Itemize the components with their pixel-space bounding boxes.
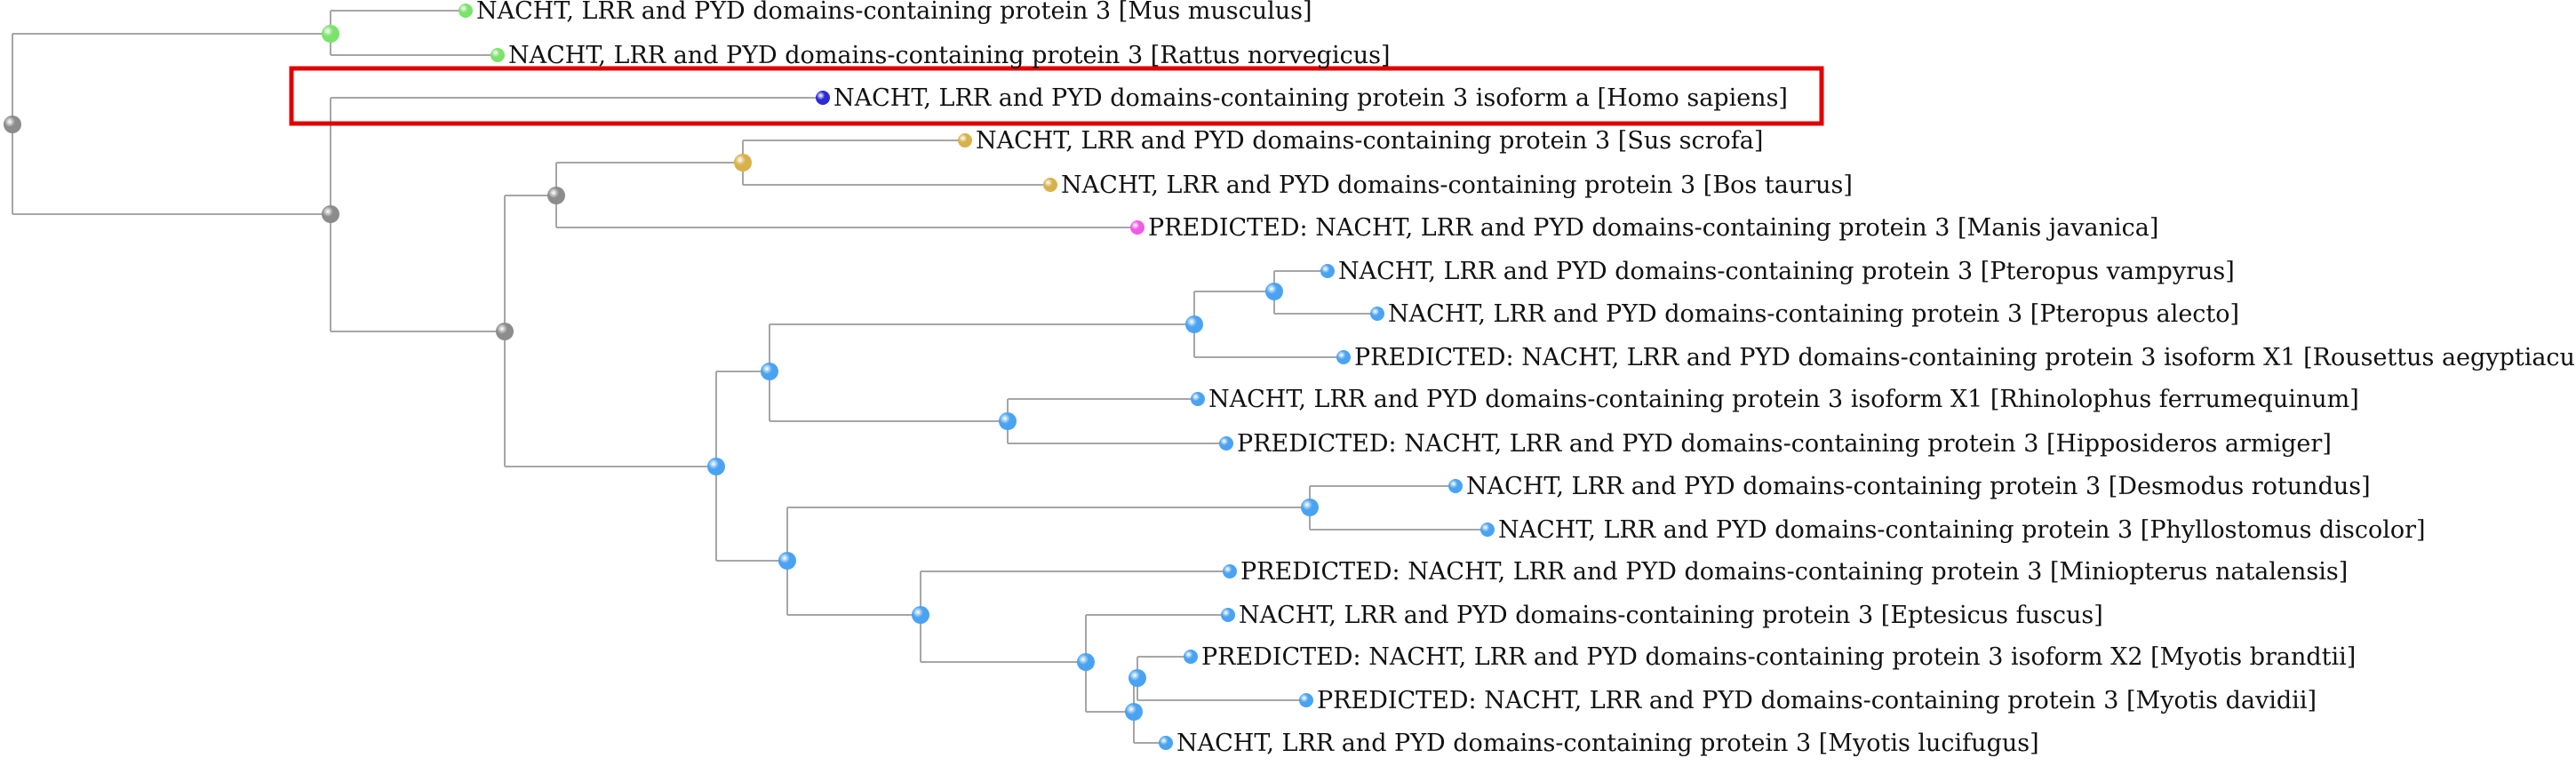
leaf-node-palecto[interactable] (1370, 307, 1384, 321)
node-n_vesp[interactable] (912, 606, 929, 624)
node-n_myotis[interactable] (1125, 703, 1143, 721)
leaf-node-eptes[interactable] (1221, 608, 1235, 622)
leaf-node-mus[interactable] (459, 4, 473, 18)
tree-nodes (4, 4, 1495, 750)
leaf-label-desmo[interactable]: NACHT, LRR and PYD domains-containing pr… (1466, 473, 2371, 500)
highlight-box (289, 66, 1824, 126)
leaf-label-mus[interactable]: NACHT, LRR and PYD domains-containing pr… (476, 0, 1312, 25)
node-n_bats[interactable] (707, 458, 725, 475)
leaf-label-mdavidii[interactable]: PREDICTED: NACHT, LRR and PYD domains-co… (1317, 687, 2317, 714)
leaf-node-rattus[interactable] (490, 48, 505, 62)
node-n_myo2[interactable] (1128, 669, 1146, 687)
leaf-node-manis[interactable] (1130, 220, 1144, 235)
leaf-node-rous[interactable] (1336, 350, 1351, 364)
leaf-node-mdavidii[interactable] (1299, 693, 1313, 707)
leaf-node-hippo[interactable] (1219, 436, 1233, 451)
leaf-label-phyllo[interactable]: NACHT, LRR and PYD domains-containing pr… (1498, 516, 2426, 544)
leaf-label-homo[interactable]: NACHT, LRR and PYD domains-containing pr… (833, 84, 1788, 112)
node-n_art[interactable] (734, 154, 752, 172)
node-n_laur[interactable] (496, 323, 514, 340)
leaf-node-mlucif[interactable] (1159, 736, 1173, 750)
node-n_pangart[interactable] (547, 187, 565, 204)
leaf-node-minio[interactable] (1223, 564, 1237, 578)
node-n_ptero[interactable] (1185, 315, 1203, 333)
node-n_rhino[interactable] (999, 412, 1017, 430)
leaf-label-rattus[interactable]: NACHT, LRR and PYD domains-containing pr… (508, 42, 1391, 69)
leaf-label-palecto[interactable]: NACHT, LRR and PYD domains-containing pr… (1388, 300, 2239, 328)
node-n_vesp2[interactable] (1077, 653, 1095, 671)
leaf-label-pvamp[interactable]: NACHT, LRR and PYD domains-containing pr… (1338, 258, 2235, 285)
leaf-node-rhino[interactable] (1191, 392, 1205, 406)
leaf-label-mlucif[interactable]: NACHT, LRR and PYD domains-containing pr… (1176, 730, 2039, 757)
leaf-node-pvamp[interactable] (1320, 264, 1335, 278)
node-n_yang[interactable] (778, 552, 796, 570)
node-n_yino[interactable] (761, 363, 778, 380)
leaf-label-bos[interactable]: NACHT, LRR and PYD domains-containing pr… (1061, 172, 1853, 199)
leaf-node-homo[interactable] (816, 91, 830, 105)
leaf-label-eptes[interactable]: NACHT, LRR and PYD domains-containing pr… (1239, 602, 2103, 629)
leaf-label-mbrandtii[interactable]: PREDICTED: NACHT, LRR and PYD domains-co… (1201, 643, 2356, 671)
leaf-node-mbrandtii[interactable] (1184, 650, 1198, 664)
leaf-label-rous[interactable]: PREDICTED: NACHT, LRR and PYD domains-co… (1354, 344, 2576, 371)
leaf-node-desmo[interactable] (1448, 479, 1463, 493)
node-n_rodent[interactable] (322, 25, 339, 43)
leaf-label-minio[interactable]: PREDICTED: NACHT, LRR and PYD domains-co… (1240, 558, 2348, 586)
leaf-node-phyllo[interactable] (1480, 523, 1495, 537)
node-n_phyllo[interactable] (1301, 499, 1319, 516)
tree-branches (12, 10, 1487, 744)
leaf-label-hippo[interactable]: PREDICTED: NACHT, LRR and PYD domains-co… (1237, 430, 2332, 458)
node-root[interactable] (4, 116, 21, 133)
leaf-label-rhino[interactable]: NACHT, LRR and PYD domains-containing pr… (1208, 386, 2359, 413)
node-n_main[interactable] (322, 205, 339, 223)
leaf-node-sus[interactable] (958, 133, 972, 148)
leaf-labels: NACHT, LRR and PYD domains-containing pr… (476, 0, 2576, 757)
leaf-label-sus[interactable]: NACHT, LRR and PYD domains-containing pr… (976, 127, 1763, 155)
node-n_pter2[interactable] (1265, 283, 1283, 300)
leaf-label-manis[interactable]: PREDICTED: NACHT, LRR and PYD domains-co… (1148, 214, 2158, 242)
leaf-node-bos[interactable] (1043, 178, 1057, 192)
